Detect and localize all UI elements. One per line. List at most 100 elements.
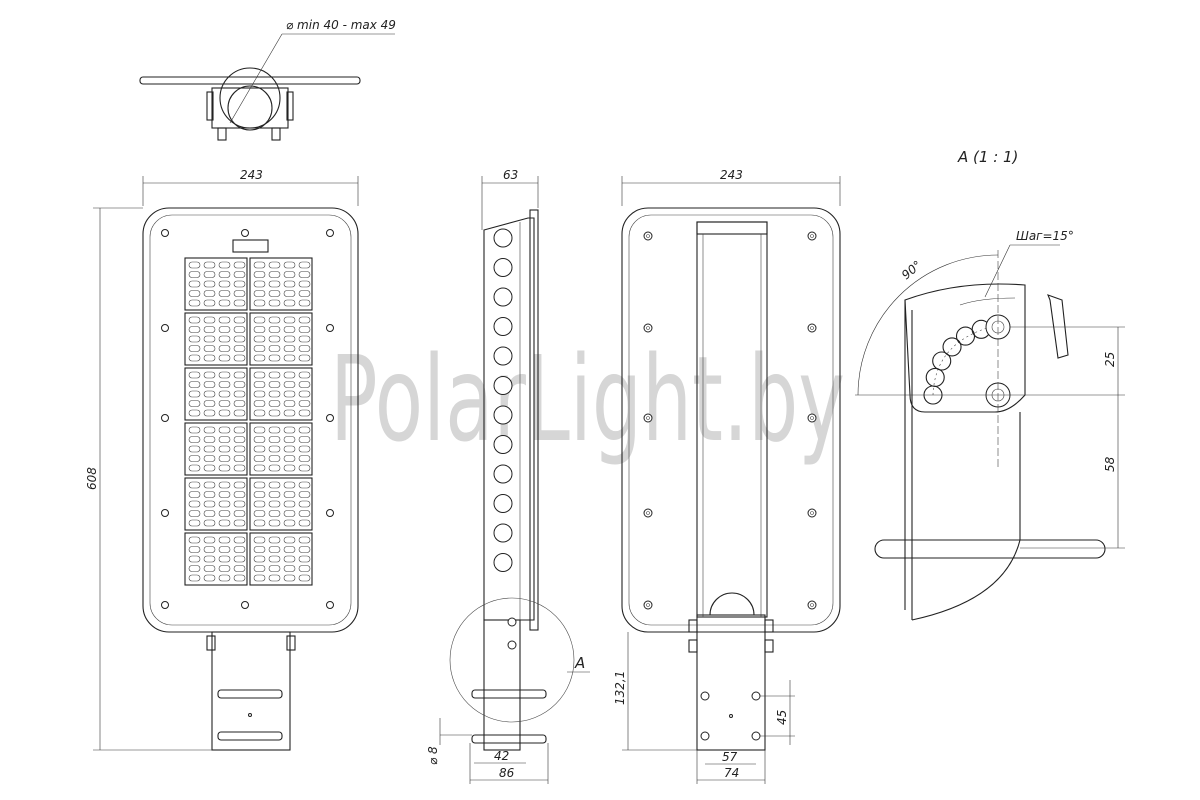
led-lens bbox=[218, 455, 231, 462]
led-lens bbox=[233, 555, 246, 563]
screw-center bbox=[810, 603, 814, 607]
led-lens bbox=[188, 500, 201, 508]
led-lens bbox=[298, 565, 311, 572]
led-lens bbox=[253, 316, 266, 324]
led-lens bbox=[298, 371, 311, 379]
screw bbox=[807, 600, 817, 610]
front-view: 243 608 bbox=[85, 168, 359, 751]
led-lens bbox=[253, 546, 266, 553]
led-lens bbox=[298, 271, 311, 278]
vent-hole bbox=[493, 553, 513, 572]
led-lens bbox=[188, 574, 201, 582]
led-lens bbox=[233, 354, 246, 362]
led-lens bbox=[233, 345, 246, 352]
led-lens bbox=[218, 536, 231, 544]
vent-hole bbox=[493, 317, 513, 336]
led-lens bbox=[203, 565, 216, 572]
led-module bbox=[184, 477, 248, 531]
led-lens bbox=[188, 316, 201, 324]
led-lens bbox=[283, 491, 296, 498]
led-lens bbox=[253, 261, 266, 269]
led-lens bbox=[268, 436, 281, 443]
led-lens bbox=[233, 261, 246, 269]
led-lens bbox=[298, 326, 311, 333]
led-lens bbox=[253, 555, 266, 563]
led-lens bbox=[218, 510, 231, 517]
vent-hole bbox=[493, 464, 513, 484]
led-lens bbox=[218, 500, 231, 508]
led-lens bbox=[253, 409, 266, 417]
led-lens bbox=[233, 510, 246, 517]
led-lens bbox=[233, 436, 246, 443]
led-lens bbox=[253, 326, 266, 333]
led-lens bbox=[203, 290, 216, 297]
led-lens bbox=[188, 426, 201, 434]
screw bbox=[643, 323, 653, 333]
led-lens bbox=[203, 445, 216, 453]
led-module bbox=[249, 477, 313, 531]
back-width-dim: 243 bbox=[720, 168, 743, 182]
led-lens bbox=[298, 500, 311, 508]
led-lens bbox=[298, 455, 311, 462]
led-lens bbox=[283, 280, 296, 288]
bracket-width-dim: 74 bbox=[724, 766, 739, 780]
led-lens bbox=[268, 510, 281, 517]
mounting-hole bbox=[161, 229, 169, 237]
led-lens bbox=[268, 261, 281, 269]
led-lens bbox=[253, 400, 266, 407]
led-lens bbox=[218, 519, 231, 527]
led-lens bbox=[253, 290, 266, 297]
led-lens bbox=[268, 426, 281, 434]
led-lens bbox=[218, 546, 231, 553]
led-lens bbox=[203, 299, 216, 307]
led-lens bbox=[233, 299, 246, 307]
detail-callout: A bbox=[574, 654, 585, 672]
dim-25: 25 bbox=[1103, 352, 1117, 367]
led-lens bbox=[283, 409, 296, 417]
led-lens bbox=[218, 574, 231, 582]
led-lens bbox=[253, 381, 266, 388]
mounting-hole bbox=[326, 229, 334, 237]
vent-hole bbox=[493, 287, 513, 307]
screw bbox=[643, 600, 653, 610]
mounting-hole bbox=[326, 414, 334, 422]
led-module bbox=[249, 422, 313, 476]
led-lens bbox=[218, 400, 231, 407]
led-lens bbox=[298, 574, 311, 582]
led-lens bbox=[233, 271, 246, 278]
led-lens bbox=[203, 464, 216, 472]
led-lens bbox=[218, 345, 231, 352]
led-lens bbox=[253, 565, 266, 572]
led-lens bbox=[203, 455, 216, 462]
screw-center bbox=[810, 511, 814, 515]
led-lens bbox=[218, 445, 231, 453]
led-lens bbox=[203, 381, 216, 388]
led-lens bbox=[203, 335, 216, 343]
led-lens bbox=[268, 445, 281, 453]
led-lens bbox=[283, 565, 296, 572]
led-lens bbox=[298, 261, 311, 269]
led-lens bbox=[188, 280, 201, 288]
led-lens bbox=[203, 280, 216, 288]
led-lens bbox=[298, 290, 311, 297]
led-module bbox=[249, 257, 313, 311]
led-lens bbox=[233, 316, 246, 324]
led-lens bbox=[283, 345, 296, 352]
led-lens bbox=[253, 455, 266, 462]
led-lens bbox=[253, 271, 266, 278]
tube-diameter-dim: ⌀ 8 bbox=[426, 746, 440, 765]
led-lens bbox=[203, 390, 216, 398]
led-lens bbox=[298, 409, 311, 417]
led-lens bbox=[188, 400, 201, 407]
led-lens bbox=[188, 445, 201, 453]
led-lens bbox=[283, 290, 296, 297]
led-lens bbox=[203, 316, 216, 324]
led-lens bbox=[253, 335, 266, 343]
led-module bbox=[249, 532, 313, 586]
led-module bbox=[184, 367, 248, 421]
bracket-height-dim: 132,1 bbox=[613, 671, 627, 705]
led-lens bbox=[283, 371, 296, 379]
led-module bbox=[184, 312, 248, 366]
screw-center bbox=[810, 416, 814, 420]
mounting-hole bbox=[326, 601, 334, 609]
